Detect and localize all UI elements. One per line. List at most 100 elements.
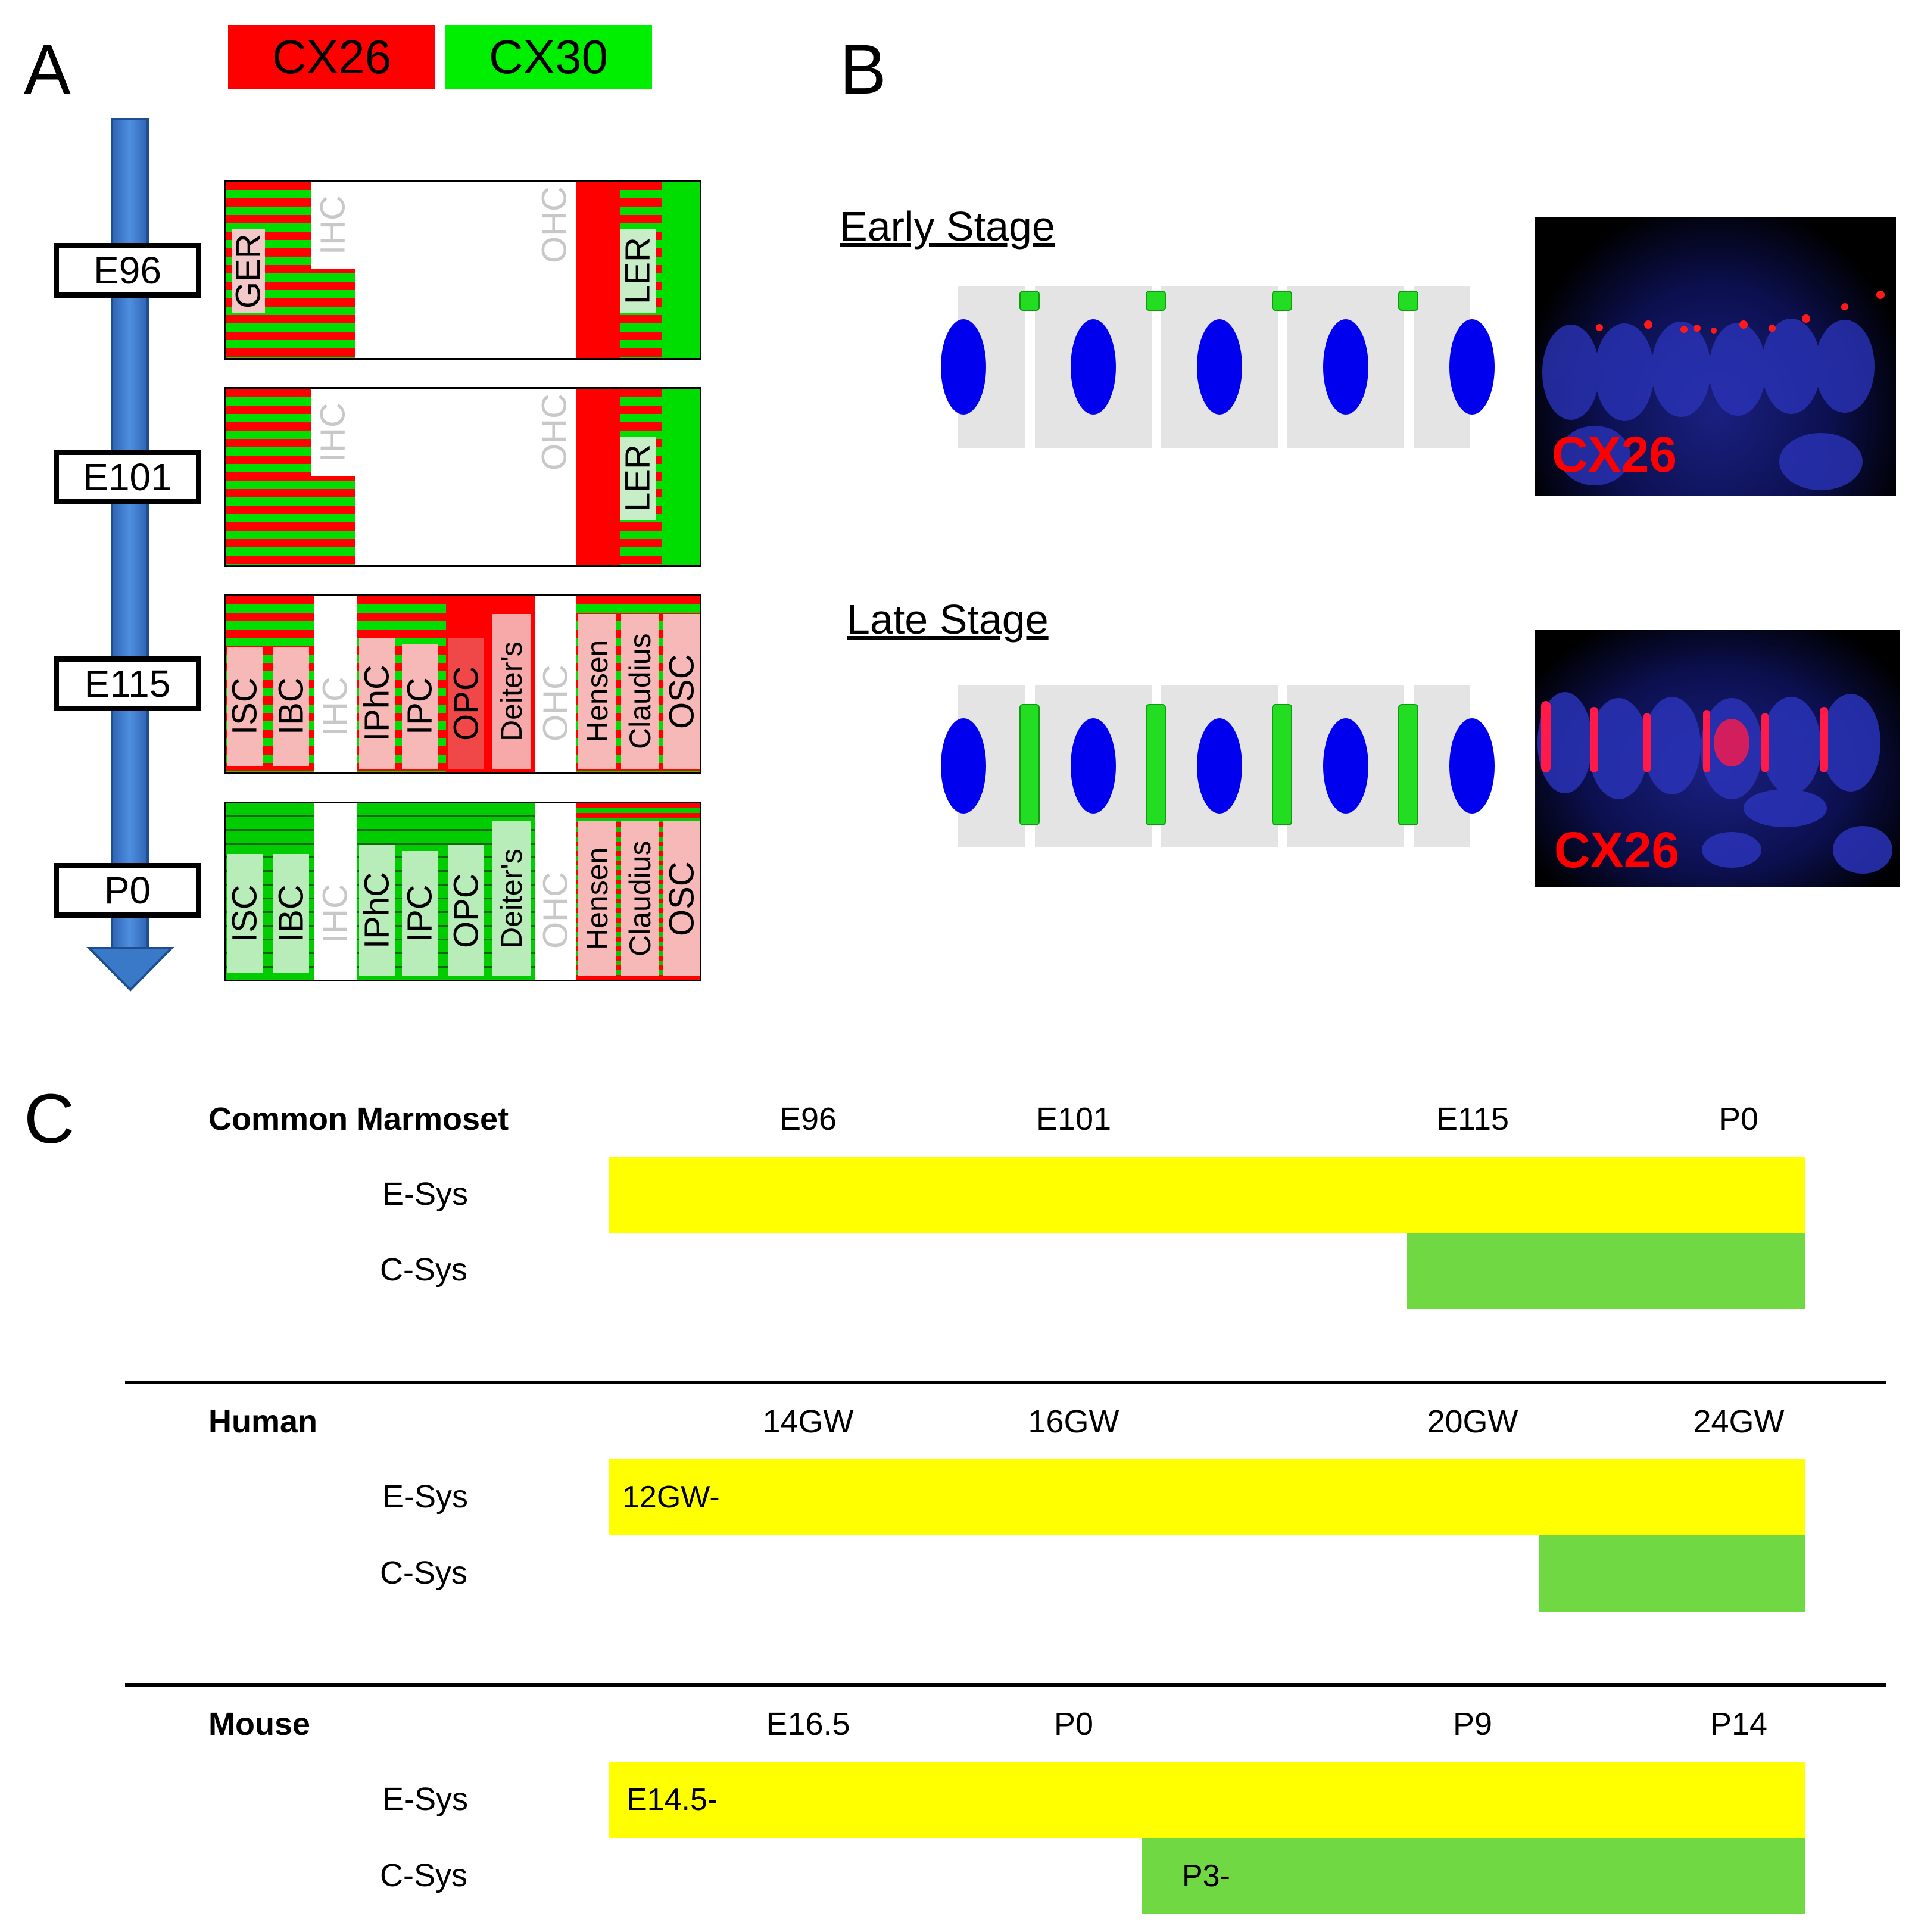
tick-label: E115 — [1436, 1101, 1510, 1137]
label-ohc: OHC — [537, 638, 575, 769]
tick-label: 16GW — [1028, 1404, 1119, 1439]
label-ihc: IHC — [314, 389, 353, 476]
bar-mouse-e-sys-text: E14.5- — [626, 1783, 718, 1817]
label-ohc: OHC — [534, 182, 575, 269]
nucleus — [1071, 718, 1116, 814]
label-ler: LER — [619, 437, 657, 520]
nucleus — [941, 319, 986, 415]
stage-label-e96: E96 — [54, 243, 201, 298]
tick-label: P9 — [1452, 1706, 1493, 1742]
label-ger: GER — [229, 229, 268, 313]
label-hensen: Hensen — [578, 614, 616, 769]
row-label-e-sys: E-Sys — [382, 1781, 469, 1817]
cochlea-row-e96: GER IHC OHC LER — [224, 180, 701, 360]
gap-junction-plaque — [1146, 704, 1166, 825]
label-claudius: Claudius — [621, 821, 659, 976]
micrograph-late: CX26 — [1535, 630, 1900, 887]
late-stage-cells — [941, 685, 1495, 847]
row-label-e-sys: E-Sys — [382, 1479, 469, 1515]
gap-junction-plaque — [1272, 291, 1292, 311]
tick-label: E96 — [779, 1101, 837, 1137]
label-ipc: IPC — [401, 851, 439, 976]
gap-junction-plaque — [1146, 291, 1166, 311]
tick-label: 14GW — [762, 1404, 854, 1439]
species-human: Human — [208, 1404, 318, 1439]
bar-human-e-sys-text: 12GW- — [622, 1480, 720, 1515]
nucleus — [1449, 718, 1495, 814]
label-ipc: IPC — [401, 644, 439, 769]
label-deiters: Deiter's — [492, 821, 531, 976]
label-ihc: IHC — [316, 644, 355, 769]
nucleus — [1071, 319, 1116, 415]
label-osc: OSC — [663, 821, 700, 976]
bar-human-e-sys — [609, 1459, 1805, 1535]
divider — [125, 1683, 1886, 1687]
bar-human-c-sys — [1539, 1535, 1805, 1612]
gap-junction-plaque — [1272, 704, 1292, 825]
label-ihc: IHC — [314, 182, 353, 269]
nucleus — [1197, 718, 1242, 814]
label-ibc: IBC — [272, 854, 311, 973]
tick-label: E101 — [1036, 1101, 1112, 1137]
late-stage-title: Late Stage — [847, 596, 1049, 643]
label-ibc: IBC — [272, 647, 311, 766]
gap-junction-plaque — [1398, 291, 1418, 311]
cochlea-row-e101: IHC OHC LER — [224, 387, 701, 567]
row-label-c-sys: C-Sys — [380, 1555, 467, 1591]
nucleus — [1323, 319, 1368, 415]
bar-mouse-e-sys — [609, 1762, 1805, 1838]
micrograph-early: CX26 — [1535, 217, 1896, 496]
label-opc: OPC — [447, 845, 486, 976]
micrograph-label: CX26 — [1554, 822, 1680, 878]
row-label-c-sys: C-Sys — [380, 1252, 467, 1288]
tick-label: E16.5 — [766, 1706, 850, 1742]
stage-label-p0: P0 — [54, 863, 201, 918]
nucleus — [1449, 319, 1495, 415]
label-ihc: IHC — [316, 851, 355, 976]
gap-junction-plaque — [1398, 704, 1418, 825]
ler-red-region — [576, 182, 620, 358]
label-opc: OPC — [447, 638, 486, 769]
nucleus — [1197, 319, 1242, 415]
tick-label: 24GW — [1693, 1404, 1785, 1439]
cochlea-row-p0: ISC IBC IHC IPhC IPC OPC Deiter's OHC He… — [224, 802, 701, 981]
species-mouse: Mouse — [208, 1706, 311, 1742]
panel-a-letter: A — [24, 30, 71, 109]
gap-junction-plaque — [1019, 291, 1040, 311]
label-ohc: OHC — [534, 389, 575, 476]
label-isc: ISC — [226, 854, 264, 973]
legend-cx30: CX30 — [445, 25, 652, 89]
bar-marmoset-e-sys — [609, 1157, 1805, 1233]
tick-label: P0 — [1053, 1706, 1094, 1742]
nucleus — [1323, 718, 1368, 814]
tick-label: 20GW — [1427, 1404, 1518, 1439]
gap-junction-plaque — [1019, 704, 1040, 825]
bar-mouse-c-sys-text: P3- — [1182, 1859, 1230, 1893]
tick-label: P0 — [1719, 1101, 1759, 1137]
ler-red-region — [576, 389, 620, 565]
nucleus — [941, 718, 986, 814]
species-marmoset: Common Marmoset — [208, 1101, 509, 1137]
micrograph-label: CX26 — [1552, 426, 1677, 482]
row-label-c-sys: C-Sys — [380, 1858, 467, 1893]
cx30-only-region — [662, 389, 700, 565]
label-iphc: IPhC — [358, 845, 397, 976]
label-hensen: Hensen — [578, 821, 616, 976]
row-label-e-sys: E-Sys — [382, 1176, 469, 1212]
label-ler: LER — [619, 229, 657, 313]
panel-b-letter: B — [840, 30, 887, 109]
divider — [125, 1381, 1886, 1384]
panel-c-letter: C — [24, 1080, 75, 1158]
stage-label-e115: E115 — [54, 656, 201, 711]
label-iphc: IPhC — [358, 638, 397, 769]
cx30-only-region — [662, 182, 700, 358]
early-stage-title: Early Stage — [840, 203, 1055, 250]
stage-label-e101: E101 — [54, 450, 201, 504]
label-ohc: OHC — [537, 845, 575, 976]
bar-mouse-c-sys — [1142, 1838, 1805, 1914]
label-claudius: Claudius — [621, 614, 659, 769]
early-stage-cells — [941, 286, 1495, 448]
cochlea-row-e115: ISC IBC IHC IPhC IPC OPC Deiter's OHC He… — [224, 594, 701, 774]
tick-label: P14 — [1710, 1706, 1768, 1742]
label-deiters: Deiter's — [492, 614, 531, 769]
